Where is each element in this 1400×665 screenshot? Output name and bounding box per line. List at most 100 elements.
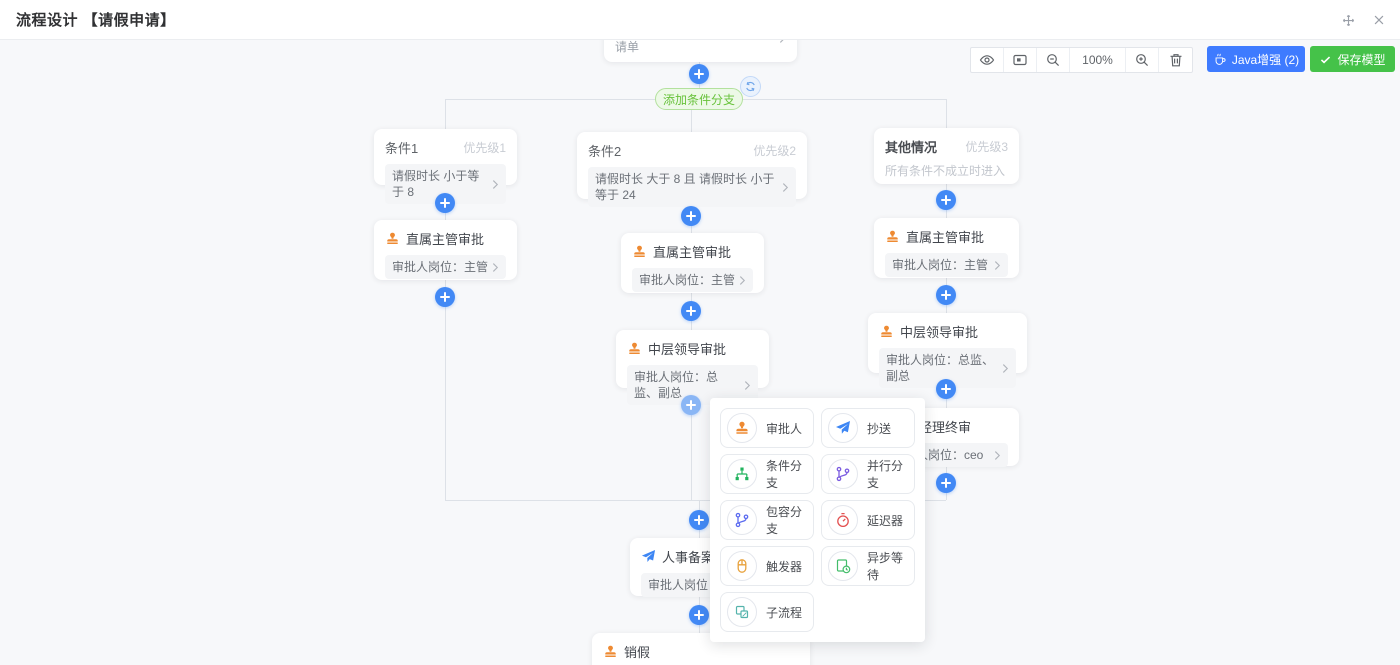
save-model-label: 保存模型 — [1337, 52, 1386, 67]
chevron-right-icon — [739, 275, 746, 285]
add-node-button[interactable] — [689, 510, 709, 530]
node-title: 直属主管审批 — [906, 230, 985, 245]
approval-node-b3-direct-manager[interactable]: 直属主管审批 审批人岗位：主管 — [874, 218, 1019, 278]
add-node-button[interactable] — [681, 206, 701, 226]
window-header: 流程设计 【请假申请】 — [0, 0, 1400, 40]
chevron-right-icon — [492, 262, 499, 272]
popup-item-condition-branch[interactable]: 条件分支 — [720, 454, 814, 494]
connector-line — [691, 99, 692, 500]
git-branch-icon — [727, 505, 757, 535]
stamp-icon — [605, 645, 616, 657]
condition-desc: 所有条件不成立时进入 — [885, 164, 1006, 178]
zoom-out-icon — [1047, 54, 1060, 67]
approval-node-b1-direct-manager[interactable]: 直属主管审批 审批人岗位：主管 — [374, 220, 517, 280]
condition-priority: 优先级2 — [753, 144, 796, 158]
add-node-button[interactable] — [936, 379, 956, 399]
zoom-in-button[interactable] — [1126, 48, 1159, 72]
popup-item-async-wait[interactable]: 异步等待 — [821, 546, 915, 586]
condition-priority: 优先级1 — [463, 141, 506, 155]
mouse-icon — [727, 551, 757, 581]
add-condition-branch-button[interactable]: 添加条件分支 — [655, 88, 743, 110]
popup-item-cc[interactable]: 抄送 — [821, 408, 915, 448]
popup-item-delay[interactable]: 延迟器 — [821, 500, 915, 540]
popup-item-inclusive-branch[interactable]: 包容分支 — [720, 500, 814, 540]
window-controls — [1341, 0, 1386, 40]
paper-plane-icon — [641, 549, 656, 562]
stamp-icon — [387, 232, 398, 244]
java-icon — [1215, 53, 1226, 65]
condition-title: 条件2 — [588, 144, 622, 159]
stamp-icon — [881, 325, 892, 337]
trash-icon — [1170, 54, 1181, 67]
stamp-icon — [634, 245, 645, 257]
node-title: 中层领导审批 — [648, 342, 727, 357]
approval-node-b2-mid-leader[interactable]: 中层领导审批 审批人岗位：总监、副总 — [616, 330, 769, 405]
node-desc[interactable]: 审批人岗位：主管 — [385, 255, 506, 279]
preview-button[interactable] — [971, 48, 1004, 72]
stopwatch-icon — [828, 505, 858, 535]
node-desc[interactable]: 审批人岗位：主管 — [632, 268, 753, 292]
doc-clock-icon — [828, 551, 858, 581]
git-branch-icon — [828, 459, 858, 489]
add-node-button[interactable] — [936, 285, 956, 305]
node-title: 销假 — [624, 645, 651, 660]
minimap-icon — [1013, 54, 1027, 66]
java-enhance-label: Java增强 (2) — [1231, 52, 1300, 67]
zoom-in-icon — [1136, 54, 1149, 67]
node-title: 中层领导审批 — [900, 325, 979, 340]
save-model-button[interactable]: 保存模型 — [1310, 46, 1395, 72]
add-node-button[interactable] — [689, 64, 709, 84]
connector-line — [445, 500, 946, 501]
node-type-popup: 审批人 抄送 条件分支 并行分支 包容分支 — [710, 398, 925, 642]
condition-node-1[interactable]: 条件1 优先级1 请假时长 小于等于 8 — [374, 129, 517, 204]
start-node-label: 填写表单：请假申请-请假申请单 — [615, 40, 640, 54]
condition-desc[interactable]: 请假时长 小于等于 8 — [385, 164, 506, 204]
chevron-right-icon — [492, 179, 499, 189]
eye-icon — [979, 55, 995, 65]
chevron-right-icon — [994, 260, 1001, 270]
add-node-button[interactable] — [435, 287, 455, 307]
condition-node-2[interactable]: 条件2 优先级2 请假时长 大于 8 且 请假时长 小于等于 24 — [577, 132, 807, 207]
sync-icon — [746, 81, 755, 92]
stamp-icon — [629, 342, 640, 354]
node-title: 直属主管审批 — [653, 245, 732, 260]
minimap-button[interactable] — [1004, 48, 1037, 72]
node-desc[interactable]: 审批人岗位：主管 — [885, 253, 1008, 277]
add-node-button[interactable] — [936, 190, 956, 210]
popup-item-trigger[interactable]: 触发器 — [720, 546, 814, 586]
check-icon — [1321, 55, 1331, 63]
condition-desc[interactable]: 请假时长 大于 8 且 请假时长 小于等于 24 — [588, 167, 796, 207]
close-icon[interactable] — [1372, 13, 1386, 27]
add-node-button[interactable] — [435, 193, 455, 213]
tree-branch-icon — [727, 459, 757, 489]
add-node-button[interactable] — [936, 473, 956, 493]
page-title: 流程设计 【请假申请】 — [16, 12, 176, 29]
chevron-right-icon — [994, 450, 1001, 460]
start-node[interactable]: 填写表单：请假申请-请假申请单 — [604, 40, 797, 62]
flow-canvas[interactable]: 100% Java增强 (2) 保存模型 填写表单：请假申请-请假申请单 添加条… — [0, 40, 1400, 665]
stamp-icon — [727, 413, 757, 443]
stamp-icon — [887, 230, 898, 242]
condition-title: 其他情况 — [885, 140, 938, 155]
approval-node-b3-mid-leader[interactable]: 中层领导审批 审批人岗位：总监、副总 — [868, 313, 1027, 388]
java-enhance-button[interactable]: Java增强 (2) — [1207, 46, 1305, 72]
delete-button[interactable] — [1159, 48, 1192, 72]
chevron-right-icon — [1002, 363, 1009, 373]
zoom-level[interactable]: 100% — [1070, 48, 1126, 72]
fullscreen-icon[interactable] — [1341, 13, 1356, 28]
popup-item-approver[interactable]: 审批人 — [720, 408, 814, 448]
add-node-button[interactable] — [681, 301, 701, 321]
chevron-right-icon — [744, 380, 751, 390]
node-title: 人事备案 — [662, 550, 715, 565]
add-node-button[interactable] — [689, 605, 709, 625]
zoom-out-button[interactable] — [1037, 48, 1070, 72]
popup-item-parallel-branch[interactable]: 并行分支 — [821, 454, 915, 494]
add-node-button-active[interactable] — [681, 395, 701, 415]
approval-node-b2-direct-manager[interactable]: 直属主管审批 审批人岗位：主管 — [621, 233, 764, 293]
popup-item-subprocess[interactable]: 子流程 — [720, 592, 814, 632]
swap-branch-button[interactable] — [740, 76, 761, 97]
node-title: 直属主管审批 — [406, 232, 485, 247]
chevron-right-icon — [782, 182, 789, 192]
condition-node-else[interactable]: 其他情况 优先级3 所有条件不成立时进入 — [874, 128, 1019, 184]
paper-plane-icon — [828, 413, 858, 443]
